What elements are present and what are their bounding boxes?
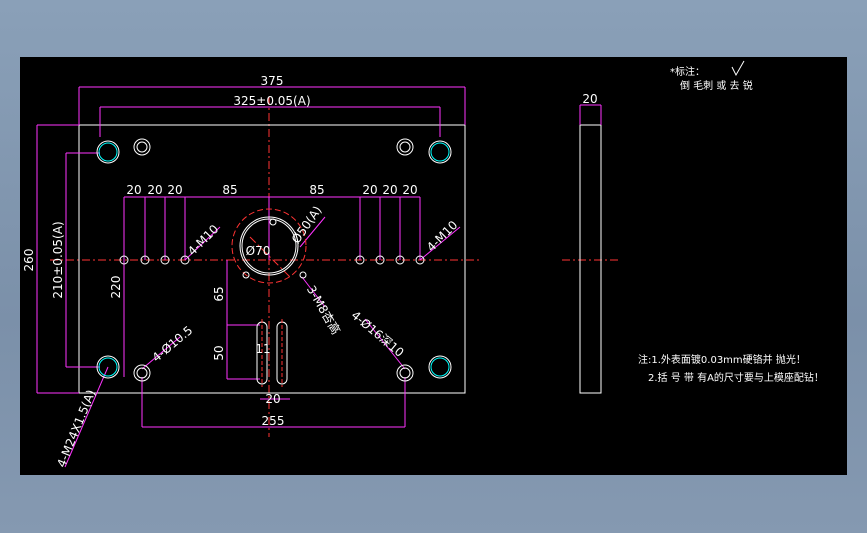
counterbore-holes	[133, 138, 414, 382]
dim-20-f: 20	[402, 183, 417, 197]
dim-210: 210±0.05(A)	[51, 221, 65, 298]
dim-85-b: 85	[309, 183, 324, 197]
dim-side-20: 20	[582, 92, 597, 106]
dim-20-d: 20	[362, 183, 377, 197]
cad-drawing: 375 325±0.05(A) 260 210±0.05(A) 220 20 2…	[22, 60, 824, 470]
label-phi10-5: 4-Ø10.5	[149, 323, 195, 365]
dim-375: 375	[261, 74, 284, 88]
m10-holes	[119, 255, 425, 265]
dim-50: 50	[212, 345, 226, 360]
surface-finish-icon	[731, 60, 745, 77]
note-line-1: 注:1.外表面镀0.03mm硬铬并 抛光！	[638, 353, 806, 366]
dim-260: 260	[22, 249, 36, 272]
dim-20-c: 20	[167, 183, 182, 197]
dim-325: 325±0.05(A)	[233, 94, 310, 108]
label-m10-right: 4-M10	[424, 218, 460, 254]
dim-20-a: 20	[126, 183, 141, 197]
note-mark-text: 倒 毛刺 或 去 锐	[680, 79, 753, 92]
corner-holes	[96, 140, 452, 379]
label-phi70: Ø70	[246, 244, 271, 258]
dim-65: 65	[212, 286, 226, 301]
dim-11: 11	[255, 342, 270, 356]
dim-255: 255	[262, 414, 285, 428]
slots	[256, 319, 288, 387]
center-bore	[231, 208, 307, 284]
dimension-lines	[36, 86, 602, 468]
dim-20-e: 20	[382, 183, 397, 197]
side-view	[579, 124, 602, 394]
note-line-2: 2.括 号 带 有A的尺寸要与上模座配钻！	[648, 371, 824, 384]
label-m8: 3-M8杏高	[304, 283, 344, 337]
label-phi16: 4-Ø16深10	[349, 308, 407, 360]
dim-220: 220	[109, 276, 123, 299]
dim-85-a: 85	[222, 183, 237, 197]
drawing-viewport[interactable]: 375 325±0.05(A) 260 210±0.05(A) 220 20 2…	[20, 57, 847, 475]
label-m24: 4-M24X1.5(A)	[54, 388, 98, 470]
dim-20-slot: 20	[265, 392, 280, 406]
dim-20-b: 20	[147, 183, 162, 197]
label-m10-left: 4-M10	[185, 222, 221, 258]
centerlines	[50, 97, 620, 437]
note-mark-label: *标注：	[670, 65, 705, 78]
plate-outline	[78, 124, 602, 394]
